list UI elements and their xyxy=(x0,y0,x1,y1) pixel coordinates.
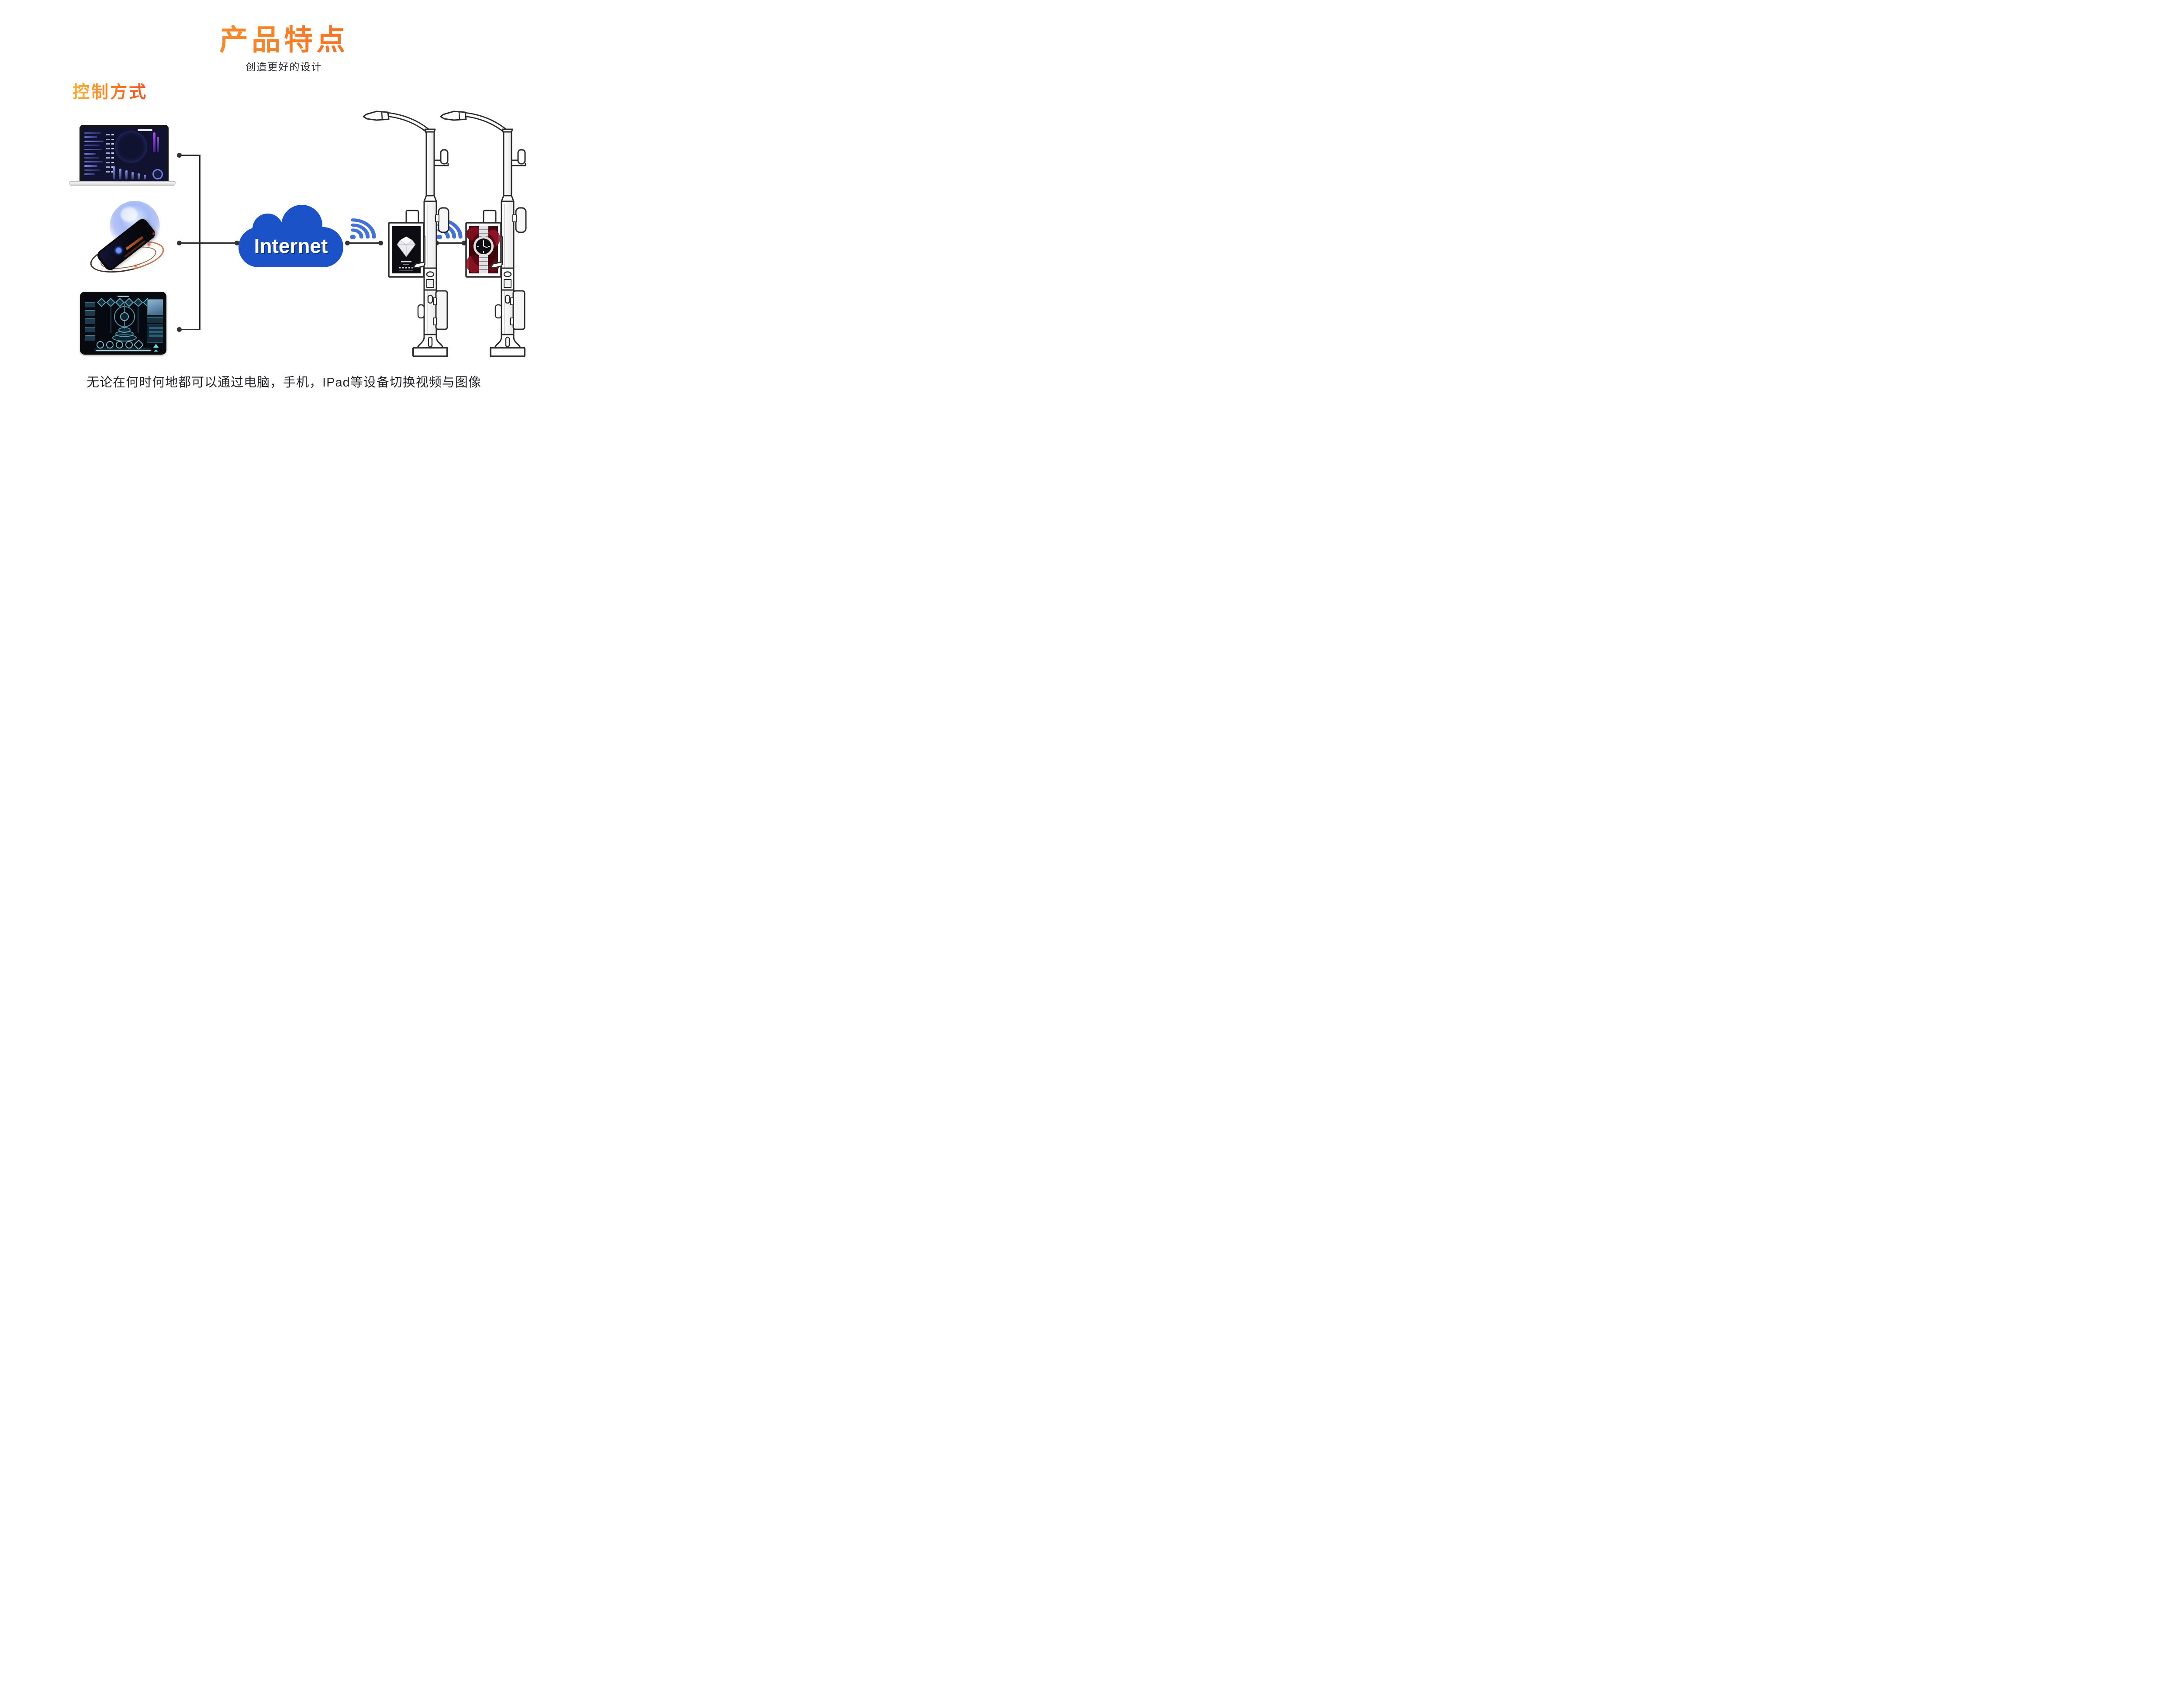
pole-equipment-cabinet xyxy=(435,290,448,330)
pole-hook-bracket xyxy=(517,149,526,165)
tablet-stacked-rings xyxy=(112,327,137,342)
spark-dot xyxy=(134,265,137,268)
lamp-head xyxy=(363,110,390,121)
arrow-up-icon xyxy=(153,349,159,352)
tablet-bottom-glow xyxy=(96,350,151,351)
pole-left-bracket xyxy=(412,261,425,269)
laptop-screen-header-bar xyxy=(138,129,152,131)
page-subtitle: 创造更好的设计 xyxy=(245,61,322,72)
laptop-illustration xyxy=(69,125,176,186)
pole-left-bracket xyxy=(490,261,502,269)
pole-side-box xyxy=(405,210,419,224)
wifi-icon xyxy=(350,218,376,240)
spark-dot xyxy=(152,232,155,235)
connector-line-wifi-1 xyxy=(345,241,383,245)
tablet-photo-panel xyxy=(147,299,163,315)
internet-label-shadow: Internet xyxy=(255,235,329,258)
pole-base-plate xyxy=(490,347,525,357)
tablet-side-bars xyxy=(85,302,96,342)
spark-dot xyxy=(147,243,151,246)
tablet-chart-panel xyxy=(147,317,163,323)
pole-equipment-box xyxy=(515,207,527,233)
smart-lamppost-1 xyxy=(363,110,449,357)
laptop-gradient-bar xyxy=(153,132,156,152)
arrow-up-icon xyxy=(153,344,159,348)
footer-description: 无论在何时何地都可以通过电脑，手机，IPad等设备切换视频与图像 xyxy=(86,376,481,390)
pole-slot xyxy=(494,304,502,319)
lamp-head xyxy=(440,110,467,121)
page: 产品特点 创造更好的设计 控制方式 xyxy=(0,0,568,423)
page-title: 产品特点 xyxy=(0,17,568,59)
section-heading: 控制方式 xyxy=(73,79,148,103)
tablet-ring-row xyxy=(97,339,149,350)
tablet-illustration xyxy=(80,292,166,355)
smartphone-illustration xyxy=(87,201,167,279)
internet-label: Internet xyxy=(254,235,328,257)
laptop-gradient-bar xyxy=(157,137,159,152)
pole-hook-bracket xyxy=(440,149,449,165)
connector-line-cloud xyxy=(177,241,239,245)
diamond-graphic xyxy=(397,236,416,271)
tablet-top-bar xyxy=(117,296,129,297)
smart-lamppost-2 xyxy=(440,110,527,357)
laptop-screen xyxy=(79,125,169,185)
tablet-screen xyxy=(83,295,163,352)
connector-line-laptop xyxy=(177,153,200,158)
laptop-globe-visualization xyxy=(115,131,147,163)
pole-base-plate xyxy=(412,347,448,357)
laptop-data-table xyxy=(106,134,115,176)
internet-cloud: Internet Internet xyxy=(238,205,343,267)
laptop-base xyxy=(69,181,176,186)
tablet-schematic-core xyxy=(120,312,129,321)
tablet-schematic-ring xyxy=(114,304,135,330)
watch-graphic xyxy=(466,226,500,273)
laptop-bar-chart xyxy=(113,164,152,179)
tablet-list-panel xyxy=(147,324,163,343)
pole-equipment-cabinet xyxy=(512,290,525,330)
pole-slot xyxy=(417,304,425,319)
laptop-bar-list xyxy=(84,132,105,178)
pole-side-box xyxy=(483,210,497,224)
laptop-gauge-ring xyxy=(152,169,163,179)
connector-line-tablet xyxy=(177,327,200,332)
